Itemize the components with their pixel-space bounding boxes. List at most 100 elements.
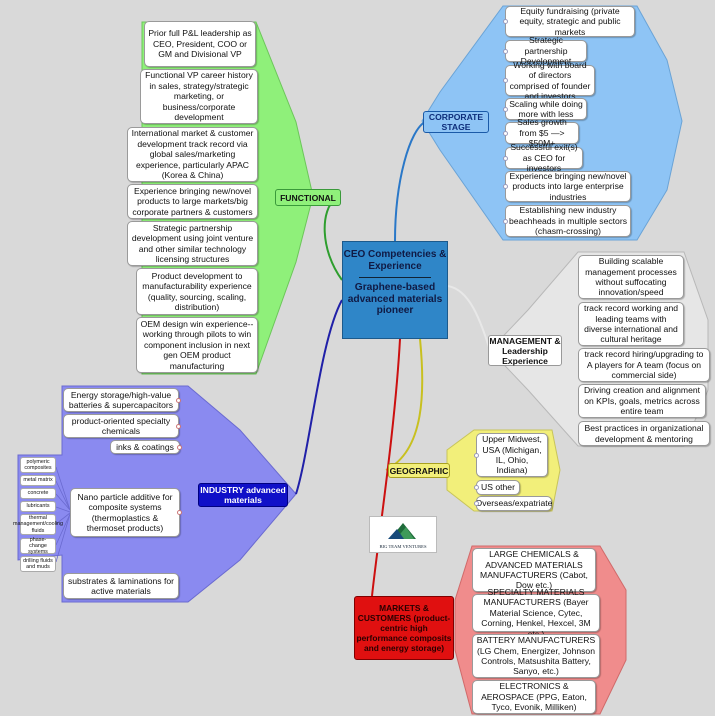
- functional-item-text: Prior full P&L leadership as CEO, Presid…: [148, 28, 252, 60]
- sub-item-connectors: [55, 466, 71, 563]
- connector-management: [447, 285, 491, 351]
- logo-text: BIG TEAM VENTURES: [379, 544, 426, 549]
- management-item[interactable]: Driving creation and alignment on KPIs, …: [578, 384, 706, 418]
- management-item-text: Building scalable management processes w…: [585, 256, 677, 298]
- functional-item-text: Product development to manufacturability…: [142, 270, 252, 312]
- geographic-item[interactable]: Overseas/expatriate: [474, 496, 552, 511]
- geographic-item[interactable]: US other: [474, 480, 520, 495]
- management-item-text: Best practices in organizational develop…: [584, 423, 704, 444]
- industry-sub-item[interactable]: drilling fluids and muds: [20, 556, 56, 572]
- functional-item-text: Strategic partnership development using …: [131, 222, 254, 264]
- connector-geographic: [385, 338, 424, 471]
- corporate-item-text: Sales growth from $5 —> $50M+: [517, 117, 567, 149]
- geographic-label: GEOGRAPHIC: [389, 465, 449, 476]
- functional-item[interactable]: Strategic partnership development using …: [127, 221, 258, 266]
- functional-topic[interactable]: FUNCTIONAL: [275, 189, 341, 206]
- industry-sub-item[interactable]: metal matrix: [20, 475, 56, 486]
- management-item[interactable]: track record working and leading teams w…: [578, 302, 684, 346]
- industry-sub-item[interactable]: concrete: [20, 488, 56, 499]
- connector-industry: [295, 299, 343, 495]
- industry-item[interactable]: Energy storage/high-value batteries & su…: [63, 388, 181, 412]
- industry-item-text: inks & coatings: [116, 441, 174, 452]
- markets-item-text: ELECTRONICS & AEROSPACE (PPG, Eaton, Tyc…: [481, 681, 587, 713]
- industry-sub-item[interactable]: lubricants: [20, 501, 56, 512]
- bullet-icon: [474, 485, 479, 490]
- markets-item-text: LARGE CHEMICALS & ADVANCED MATERIALS MAN…: [480, 549, 588, 591]
- bullet-icon: [503, 184, 508, 189]
- geographic-item-text: Upper Midwest, USA (Michigan, IL, Ohio, …: [482, 434, 542, 476]
- corporate-item-text: Scaling while doing more with less: [509, 98, 583, 119]
- industry-item[interactable]: product-oriented specialty chemicals: [63, 414, 181, 438]
- corporate-label: CORPORATE STAGE: [428, 112, 484, 132]
- corporate-item[interactable]: Experience bringing new/novel products i…: [503, 170, 631, 202]
- functional-item-text: Functional VP career history in sales, s…: [145, 70, 253, 123]
- industry-label: INDUSTRY advanced materials: [200, 485, 286, 505]
- corporate-item-text: Equity fundraising (private equity, stra…: [519, 5, 621, 37]
- connector-functional: [323, 197, 343, 281]
- markets-item[interactable]: ELECTRONICS & AEROSPACE (PPG, Eaton, Tyc…: [472, 680, 596, 714]
- functional-item-text: International market & customer developm…: [131, 128, 254, 181]
- functional-item[interactable]: Prior full P&L leadership as CEO, Presid…: [144, 21, 256, 67]
- central-title: CEO Competencies & Experience: [343, 249, 447, 272]
- industry-item-text: product-oriented specialty chemicals: [71, 415, 171, 436]
- functional-item[interactable]: Functional VP career history in sales, s…: [140, 69, 258, 124]
- central-subtitle: Graphene-based advanced materials pionee…: [347, 282, 443, 316]
- corporate-item[interactable]: Strategic partnership Development: [503, 35, 587, 66]
- functional-item[interactable]: Experience bringing new/novel products t…: [127, 184, 258, 219]
- markets-label: MARKETS & CUSTOMERS (product-centric hig…: [356, 603, 452, 653]
- corporate-item-text: Working with board of directors comprise…: [509, 59, 591, 101]
- management-item-text: track record working and leading teams w…: [583, 303, 679, 345]
- central-topic[interactable]: CEO Competencies & Experience Graphene-b…: [342, 241, 448, 339]
- markets-item[interactable]: BATTERY MANUFACTURERS (LG Chem, Energize…: [472, 634, 600, 678]
- corporate-item[interactable]: Scaling while doing more with less: [503, 98, 587, 120]
- bullet-icon: [177, 510, 182, 515]
- bullet-icon: [503, 106, 508, 112]
- geographic-item[interactable]: Upper Midwest, USA (Michigan, IL, Ohio, …: [474, 433, 548, 477]
- functional-item-text: OEM design win experience-- working thro…: [140, 318, 254, 371]
- corporate-item-text: Successful exit(s) as CEO for investors: [510, 142, 578, 174]
- bullet-icon: [503, 48, 508, 54]
- corporate-item-text: Experience bringing new/novel products i…: [509, 170, 627, 202]
- corporate-item[interactable]: Establishing new industry beachheads in …: [503, 205, 631, 237]
- industry-item-text: Energy storage/high-value batteries & su…: [68, 389, 174, 410]
- markets-item-text: SPECIALTY MATERIALS MANUFACTURERS (Bayer…: [481, 586, 591, 639]
- bullet-icon: [176, 397, 181, 403]
- industry-sub-item[interactable]: phase-change systems: [20, 537, 56, 555]
- management-topic[interactable]: MANAGEMENT & Leadership Experience: [488, 335, 562, 366]
- bullet-icon: [503, 78, 508, 83]
- corporate-item[interactable]: Equity fundraising (private equity, stra…: [503, 5, 635, 37]
- bullet-icon: [503, 19, 508, 24]
- functional-item[interactable]: OEM design win experience-- working thro…: [136, 317, 258, 373]
- corporate-item[interactable]: Successful exit(s) as CEO for investors: [503, 142, 583, 173]
- bullet-icon: [503, 130, 508, 136]
- corporate-item-text: Strategic partnership Development: [520, 35, 572, 67]
- industry-sub-item[interactable]: thermal management/cooling fluids: [12, 514, 64, 535]
- management-item-text: track record hiring/upgrading to A playe…: [584, 349, 704, 381]
- functional-item-text: Experience bringing new/novel products t…: [132, 185, 253, 217]
- industry-sub-item[interactable]: polymeric composites: [20, 457, 56, 473]
- corporate-item[interactable]: Sales growth from $5 —> $50M+: [503, 117, 579, 148]
- industry-item[interactable]: Nano particle additive for composite sys…: [70, 488, 182, 537]
- markets-item[interactable]: SPECIALTY MATERIALS MANUFACTURERS (Bayer…: [472, 587, 600, 639]
- geographic-topic[interactable]: GEOGRAPHIC: [388, 463, 450, 478]
- management-label: MANAGEMENT & Leadership Experience: [489, 335, 561, 366]
- big-team-ventures-logo: BIG TEAM VENTURES: [369, 516, 437, 553]
- management-item[interactable]: Best practices in organizational develop…: [578, 421, 710, 446]
- markets-item[interactable]: LARGE CHEMICALS & ADVANCED MATERIALS MAN…: [472, 548, 596, 592]
- markets-topic[interactable]: MARKETS & CUSTOMERS (product-centric hig…: [354, 596, 454, 660]
- industry-topic[interactable]: INDUSTRY advanced materials: [198, 483, 288, 507]
- industry-item[interactable]: substrates & laminations for active mate…: [63, 573, 179, 599]
- industry-item[interactable]: inks & coatings: [110, 440, 182, 454]
- bullet-icon: [474, 452, 479, 458]
- corporate-topic[interactable]: CORPORATE STAGE: [423, 111, 489, 133]
- functional-item[interactable]: Product development to manufacturability…: [136, 268, 258, 315]
- industry-item-text: Nano particle additive for composite sys…: [77, 491, 173, 533]
- bullet-icon: [474, 501, 479, 506]
- functional-item[interactable]: International market & customer developm…: [127, 127, 258, 182]
- bullet-icon: [176, 423, 181, 429]
- management-item-text: Driving creation and alignment on KPIs, …: [583, 385, 701, 417]
- corporate-item[interactable]: Working with board of directors comprise…: [503, 60, 595, 101]
- management-item[interactable]: track record hiring/upgrading to A playe…: [578, 348, 710, 382]
- corporate-item-text: Establishing new industry beachheads in …: [509, 205, 627, 237]
- management-item[interactable]: Building scalable management processes w…: [578, 255, 684, 299]
